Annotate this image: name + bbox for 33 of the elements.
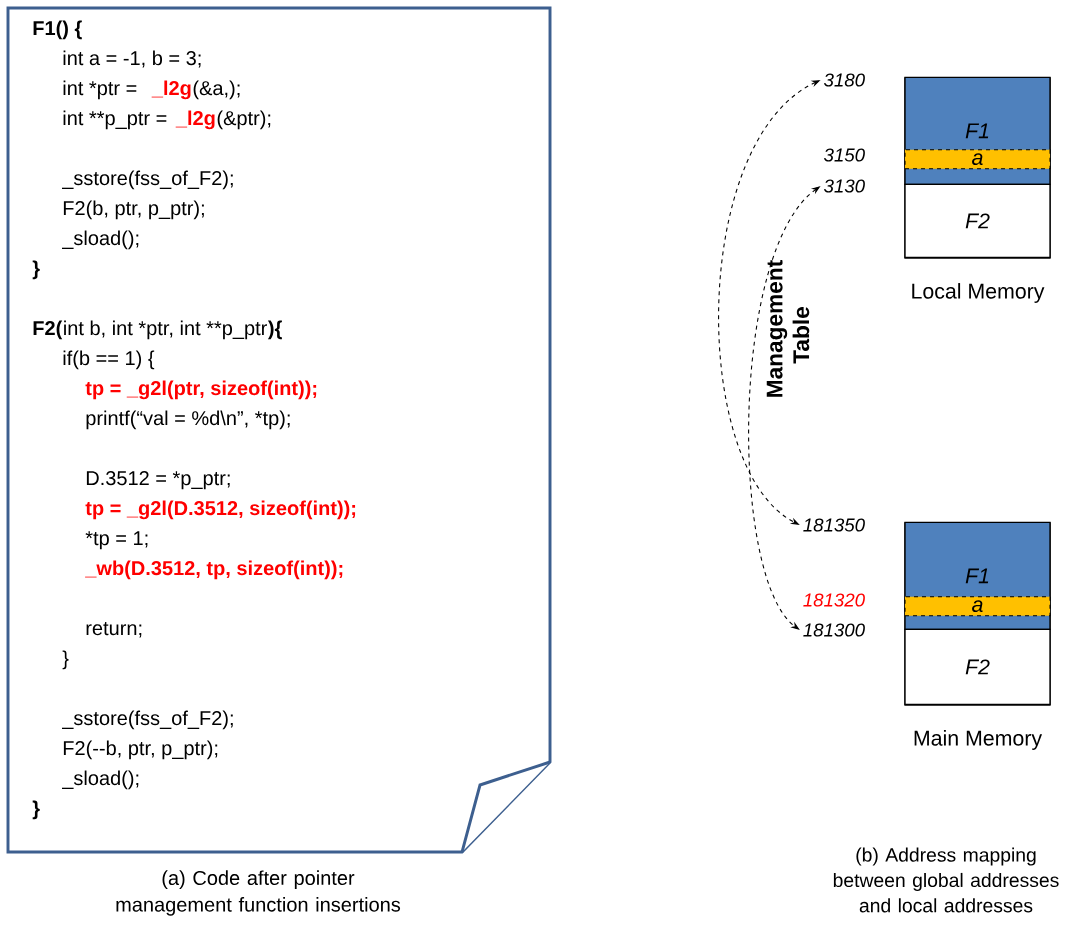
code-line: _sload(); — [62, 230, 139, 250]
code-line: printf(“val = %d\n”, *tp); — [86, 410, 290, 430]
code-line: return; — [86, 622, 142, 638]
code-line: tp = _g2l(ptr, sizeof(int)); — [85, 380, 317, 400]
memory-caption: Local Memory — [912, 283, 1045, 303]
code-line: } — [32, 260, 40, 280]
address-label: 3150 — [824, 148, 865, 162]
address-label: 181320 — [803, 593, 865, 607]
code-line: } — [62, 650, 69, 670]
code-line: int *ptr = _l2g(&a,); — [63, 80, 240, 100]
code-line: F2(b, ptr, p_ptr); — [63, 200, 204, 220]
code-line: D.3512 = *p_ptr; — [86, 471, 230, 490]
code-line: tp = _g2l(D.3512, sizeof(int)); — [85, 500, 356, 520]
code-line: if(b == 1) { — [63, 350, 155, 370]
caption: (b) Address mapping between global addresses and local addresses — [833, 847, 1059, 913]
code-line: _sload(); — [62, 770, 139, 790]
code-page — [6, 6, 552, 854]
address-label: 181350 — [803, 518, 865, 532]
code-line: } — [32, 800, 40, 820]
code-line: F1() { — [33, 20, 82, 40]
address-label: 3130 — [824, 179, 865, 193]
code-line: int **p_ptr = _l2g(&ptr); — [63, 110, 271, 130]
code-line: F2(int b, int *ptr, int **p_ptr){ — [33, 320, 282, 340]
code-line: F2(--b, ptr, p_ptr); — [63, 740, 218, 760]
code-line: *tp = 1; — [85, 531, 148, 550]
code-line: int a = -1, b = 3; — [63, 50, 201, 68]
address-label: 181300 — [803, 623, 865, 637]
memory-caption: Main Memory — [914, 730, 1043, 750]
address-label: 3180 — [824, 73, 865, 87]
table-label: Management Table — [766, 260, 810, 397]
code-line: _sstore(fss_of_F2); — [62, 170, 233, 190]
code-line: _sstore(fss_of_F2); — [62, 710, 233, 730]
code-line: _wb(D.3512, tp, sizeof(int)); — [85, 560, 343, 580]
